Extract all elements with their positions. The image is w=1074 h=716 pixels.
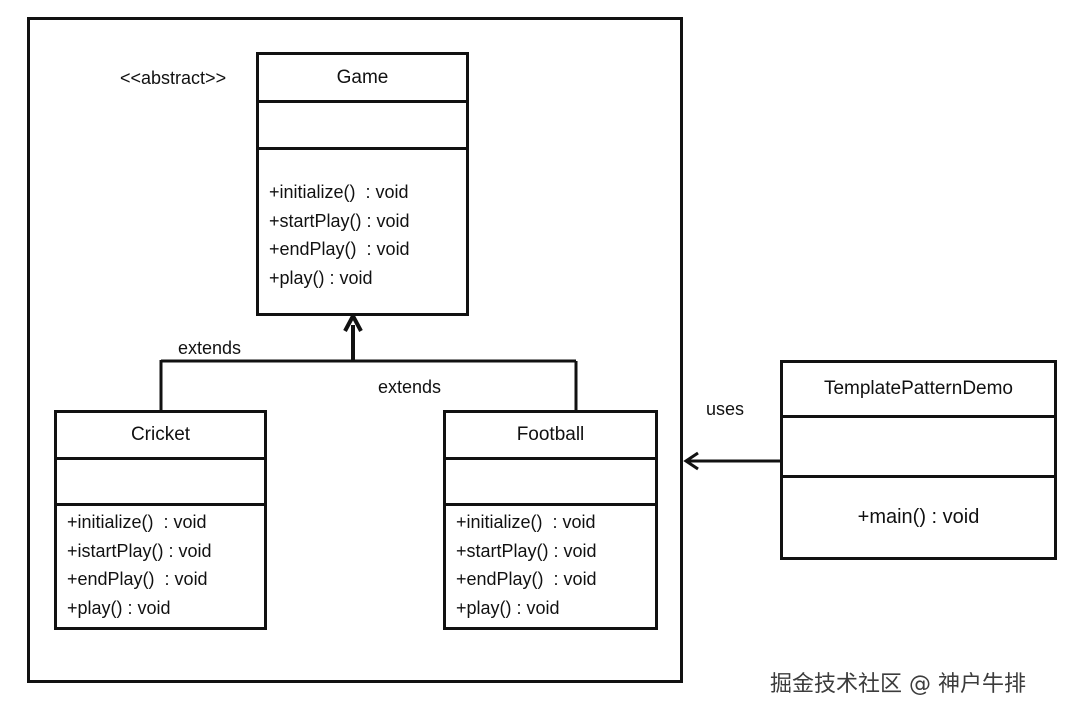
extends-label-left: extends [178,338,242,358]
class-football[interactable]: Football +initialize() : void +startPlay… [443,410,658,630]
class-cricket[interactable]: Cricket +initialize() : void +istartPlay… [54,410,267,630]
extends-arrowhead [343,311,363,332]
class-name: TemplatePatternDemo [783,363,1054,418]
method: +play() : void [269,267,373,288]
method: +play() : void [67,597,171,618]
method: +initialize() : void [269,182,409,202]
methods-compartment: +initialize() : void +istartPlay() : voi… [57,506,264,627]
method: +play() : void [456,597,560,618]
package-frame [27,17,683,683]
method: +startPlay() : void [456,540,597,561]
class-name: Game [259,55,466,103]
attributes-compartment [783,418,1054,478]
method: +istartPlay() : void [67,540,212,561]
method: +initialize() : void [456,512,596,532]
attributes-compartment [446,460,655,506]
method: +initialize() : void [67,512,207,532]
attributes-compartment [259,103,466,150]
methods-compartment: +initialize() : void +startPlay() : void… [446,506,655,627]
class-template-pattern-demo[interactable]: TemplatePatternDemo +main() : void [780,360,1057,560]
attributes-compartment [57,460,264,506]
method: +endPlay() : void [67,569,208,589]
methods-compartment: +initialize() : void +startPlay() : void… [259,150,466,313]
methods-compartment: +main() : void [783,478,1054,557]
abstract-stereotype: <<abstract>> [120,68,227,88]
uses-arrowhead [683,451,699,471]
method: +startPlay() : void [269,210,410,231]
method: +main() : void [857,506,980,529]
method: +endPlay() : void [269,239,410,259]
watermark: 掘金技术社区 @ 神户牛排 [770,672,1026,697]
method: +endPlay() : void [456,569,597,589]
class-name: Cricket [57,413,264,460]
uses-label: uses [706,399,745,419]
class-game[interactable]: Game +initialize() : void +startPlay() :… [256,52,469,316]
extends-label-right: extends [378,377,442,397]
class-name: Football [446,413,655,460]
